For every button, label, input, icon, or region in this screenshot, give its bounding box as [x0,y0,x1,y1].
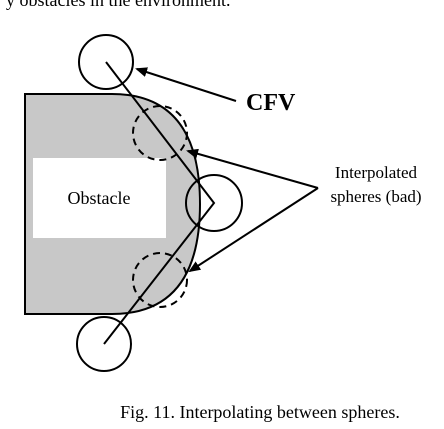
interpolated-arrow-lower [188,187,319,273]
top-text-fragment: y obstacles in the environment. [6,0,230,10]
interpolated-arrow-upper [186,148,319,189]
interpolated-label-line1: Interpolated [335,163,418,182]
sphere-bottom [76,316,132,372]
sphere-right [185,174,243,232]
interpolated-label-line2: spheres (bad) [330,187,421,206]
sphere-top [78,34,134,90]
cfv-arrow [135,67,237,102]
obstacle-label-box [33,158,166,238]
interpolated-sphere-upper [132,105,188,161]
interpolated-sphere-lower [132,252,188,308]
cfv-path [103,61,216,345]
figure-caption: Fig. 11. Interpolating between spheres. [120,402,400,422]
cfv-label: CFV [246,90,296,116]
obstacle-label: Obstacle [68,188,131,208]
